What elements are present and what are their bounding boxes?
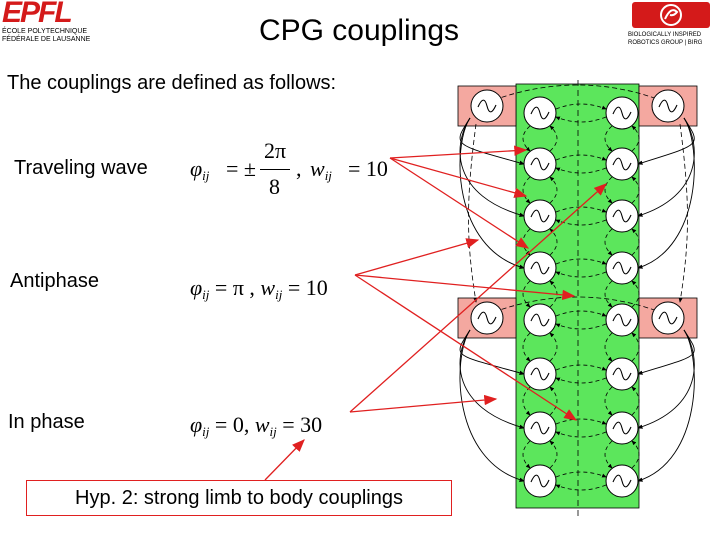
- right-chain-coupling: [604, 228, 613, 256]
- traveling-wave-label: Traveling wave: [14, 157, 148, 179]
- sine-wave-icon: [612, 474, 632, 488]
- hypothesis-arrow: [264, 439, 305, 481]
- limb-to-body-coupling: [459, 117, 525, 217]
- right-chain-coupling: [604, 280, 613, 308]
- sine-wave-icon: [612, 209, 632, 223]
- limb-to-body-coupling: [459, 329, 525, 482]
- right-chain-coupling: [604, 332, 613, 362]
- birg-logo-emblem: [632, 2, 710, 28]
- right-chain-coupling: [631, 386, 640, 416]
- antiphase-arrow: [354, 238, 480, 276]
- left-chain-coupling: [549, 176, 558, 204]
- left-chain-coupling: [522, 125, 531, 152]
- right-chain-coupling: [631, 125, 640, 152]
- right-chain-coupling: [631, 228, 640, 256]
- epfl-logo-line-2: FÉDÉRALE DE LAUSANNE: [2, 36, 91, 43]
- in-phase-arrow: [349, 183, 607, 413]
- left-chain-coupling: [549, 228, 558, 256]
- sine-wave-icon: [612, 367, 632, 381]
- sine-wave-icon: [477, 99, 497, 113]
- limb-to-body-coupling: [637, 329, 695, 429]
- sine-wave-icon: [612, 313, 632, 327]
- epfl-logo-mark: EPFL: [2, 0, 73, 29]
- in-phase-label: In phase: [8, 411, 85, 433]
- sine-wave-icon: [530, 313, 550, 327]
- salamander-icon: [660, 4, 682, 26]
- traveling-wave-arrow: [389, 145, 528, 159]
- birg-logo-line-2: ROBOTICS GROUP | BIRG: [628, 40, 703, 46]
- right-chain-coupling: [604, 125, 613, 152]
- sine-wave-icon: [530, 209, 550, 223]
- sine-wave-icon: [530, 106, 550, 120]
- limb-to-body-coupling: [637, 117, 695, 217]
- antiphase-formula: φij = π , wij = 10: [190, 275, 328, 302]
- right-chain-coupling: [631, 332, 640, 362]
- sine-wave-icon: [530, 157, 550, 171]
- sine-wave-icon: [612, 106, 632, 120]
- limb-limb-coupling: [468, 123, 478, 303]
- intro-text: The couplings are defined as follows:: [7, 72, 337, 94]
- epfl-logo: EPFL ÉCOLE POLYTECHNIQUE FÉDÉRALE DE LAU…: [0, 0, 94, 46]
- left-chain-coupling: [522, 332, 531, 362]
- antiphase-arrow: [354, 274, 576, 301]
- in-phase-formula: φij = 0, wij = 30: [190, 412, 323, 439]
- limb-to-body-coupling: [637, 329, 695, 482]
- antiphase-arrow: [354, 274, 578, 421]
- sine-wave-icon: [530, 474, 550, 488]
- limb-limb-coupling: [493, 296, 661, 313]
- sine-wave-icon: [530, 261, 550, 275]
- birg-logo-line-1: BIOLOGICALLY INSPIRED: [628, 32, 702, 38]
- limb-limb-coupling: [493, 84, 661, 101]
- sine-wave-icon: [530, 421, 550, 435]
- traveling-wave-arrow: [389, 157, 530, 249]
- limb-to-body-coupling: [459, 329, 525, 375]
- limb-to-body-coupling: [459, 117, 525, 165]
- sine-wave-icon: [658, 99, 678, 113]
- right-chain-coupling: [631, 440, 640, 469]
- left-chain-coupling: [549, 440, 558, 469]
- hypothesis-box: Hyp. 2: strong limb to body couplings: [26, 480, 452, 516]
- traveling-wave-arrow: [389, 157, 528, 198]
- slide-title: CPG couplings: [258, 14, 460, 47]
- epfl-logo-line-1: ÉCOLE POLYTECHNIQUE: [2, 28, 88, 35]
- left-chain-coupling: [522, 280, 531, 308]
- limb-limb-coupling: [678, 123, 688, 303]
- sine-wave-icon: [612, 421, 632, 435]
- left-chain-coupling: [522, 440, 531, 469]
- right-chain-coupling: [604, 386, 613, 416]
- limb-to-body-coupling: [637, 329, 695, 375]
- limb-to-body-coupling: [637, 117, 695, 165]
- sine-wave-icon: [658, 311, 678, 325]
- antiphase-label: Antiphase: [10, 270, 99, 292]
- left-chain-coupling: [522, 386, 531, 416]
- in-phase-arrow: [349, 394, 498, 413]
- left-chain-coupling: [549, 125, 558, 152]
- right-chain-coupling: [631, 280, 640, 308]
- left-chain-coupling: [549, 386, 558, 416]
- sine-wave-icon: [612, 157, 632, 171]
- sine-wave-icon: [530, 367, 550, 381]
- right-chain-coupling: [631, 176, 640, 204]
- sine-wave-icon: [477, 311, 497, 325]
- limb-to-body-coupling: [637, 117, 695, 269]
- limb-to-body-coupling: [459, 117, 525, 269]
- sine-wave-icon: [612, 261, 632, 275]
- birg-logo: BIOLOGICALLY INSPIRED ROBOTICS GROUP | B…: [626, 0, 718, 50]
- right-chain-coupling: [604, 440, 613, 469]
- left-chain-coupling: [549, 332, 558, 362]
